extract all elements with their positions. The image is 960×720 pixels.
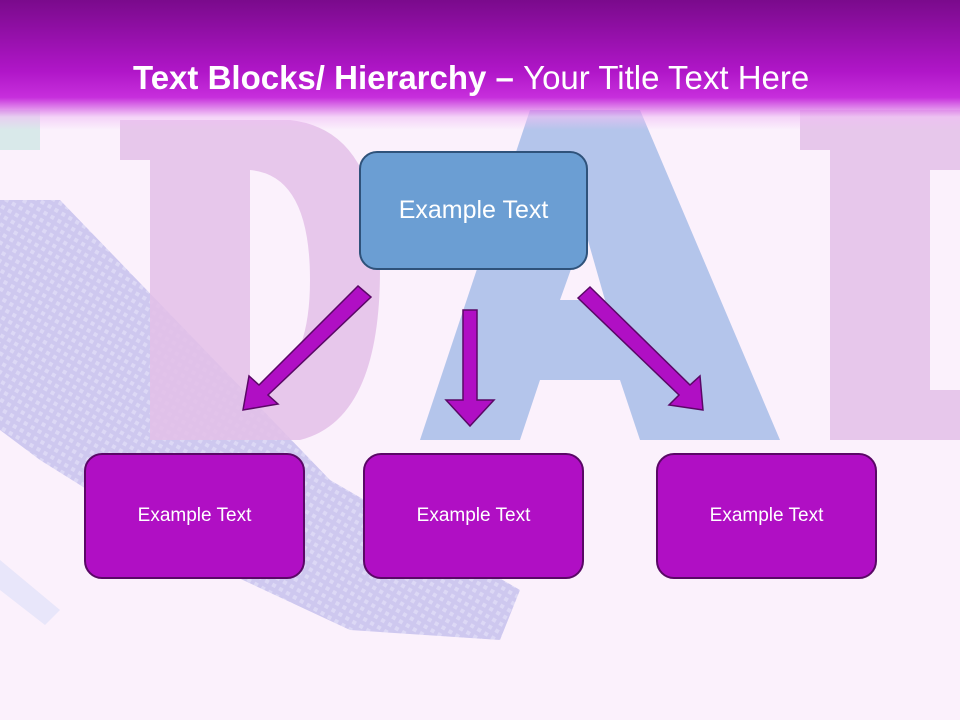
- slide-title-bold: Text Blocks/ Hierarchy: [133, 59, 487, 96]
- slide-title-separator: –: [486, 59, 524, 96]
- slide-title: Text Blocks/ Hierarchy – Your Title Text…: [133, 56, 809, 100]
- child-box-label: Example Text: [137, 505, 252, 526]
- child-box-right: Example Text: [656, 453, 877, 579]
- child-box-label: Example Text: [416, 505, 531, 526]
- tie-stripe: [0, 560, 60, 625]
- child-box-label: Example Text: [709, 505, 824, 526]
- child-box-left: Example Text: [84, 453, 305, 579]
- slide-title-rest: Your Title Text Here: [523, 59, 810, 96]
- title-bar: [0, 0, 960, 130]
- top-box: Example Text: [359, 151, 588, 270]
- top-box-label: Example Text: [398, 196, 549, 224]
- child-box-middle: Example Text: [363, 453, 584, 579]
- letter-d-right: [800, 110, 960, 440]
- letter-d-left: [120, 120, 380, 440]
